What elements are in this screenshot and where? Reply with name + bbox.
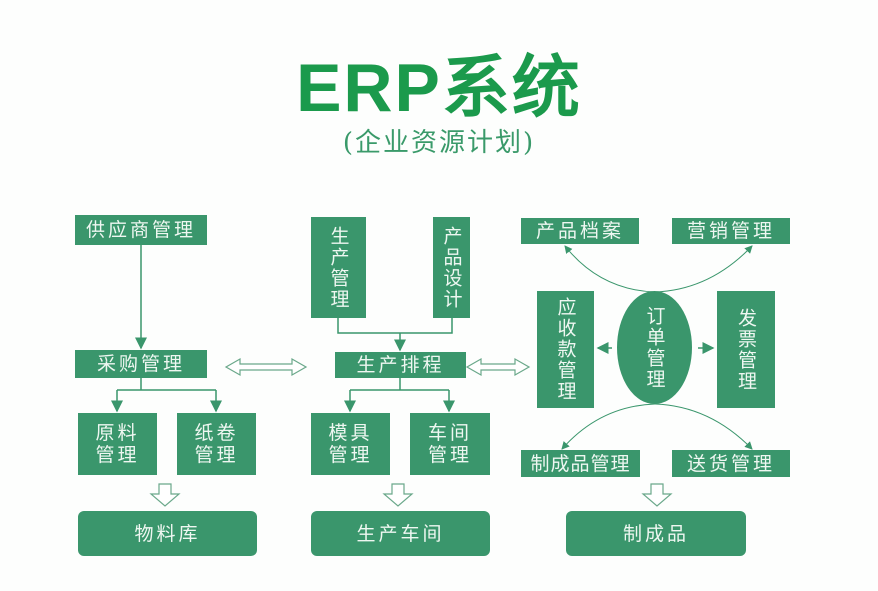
- diagram-subtitle: (企业资源计划): [342, 128, 536, 158]
- arrow-order-finished: [561, 403, 656, 450]
- arrow-production-schedule: [337, 318, 453, 350]
- node-supplier: 供应商管理: [75, 215, 207, 245]
- node-prod-mgmt: 生产管理: [327, 225, 350, 310]
- node-receivable: 应收款管理: [554, 297, 577, 402]
- node-prod-design: 产品设计: [440, 225, 463, 310]
- node-archive: 产品档案: [521, 218, 639, 244]
- down-arrow-workshop: [382, 483, 414, 507]
- node-finished: 制成品: [566, 511, 746, 556]
- arrow-purchase-branch: [116, 378, 217, 411]
- double-arrow-left: [224, 357, 308, 377]
- arrow-order-archive: [564, 245, 656, 293]
- node-raw: 原料管理: [78, 413, 157, 475]
- node-invoice: 发票管理: [735, 307, 757, 392]
- down-arrow-warehouse: [149, 483, 181, 507]
- down-arrow-finished: [641, 483, 673, 507]
- arrow-schedule-branch: [349, 378, 450, 411]
- node-mold: 模具管理: [311, 413, 390, 475]
- node-marketing: 营销管理: [672, 218, 790, 244]
- node-warehouse: 物料库: [78, 511, 257, 556]
- double-arrow-right: [465, 357, 531, 377]
- diagram-title: ERP系统: [296, 50, 582, 126]
- arrow-order-delivery: [654, 403, 753, 450]
- node-delivery: 送货管理: [672, 450, 790, 477]
- node-finished-mgmt: 制成品管理: [521, 450, 640, 477]
- node-order: 订单管理: [643, 305, 666, 390]
- node-schedule: 生产排程: [335, 352, 466, 378]
- arrow-order-marketing: [654, 245, 753, 293]
- node-purchase: 采购管理: [75, 350, 207, 378]
- node-paper: 纸卷管理: [177, 413, 256, 475]
- node-workshop: 生产车间: [311, 511, 490, 556]
- node-workshop-mgmt: 车间管理: [410, 413, 490, 475]
